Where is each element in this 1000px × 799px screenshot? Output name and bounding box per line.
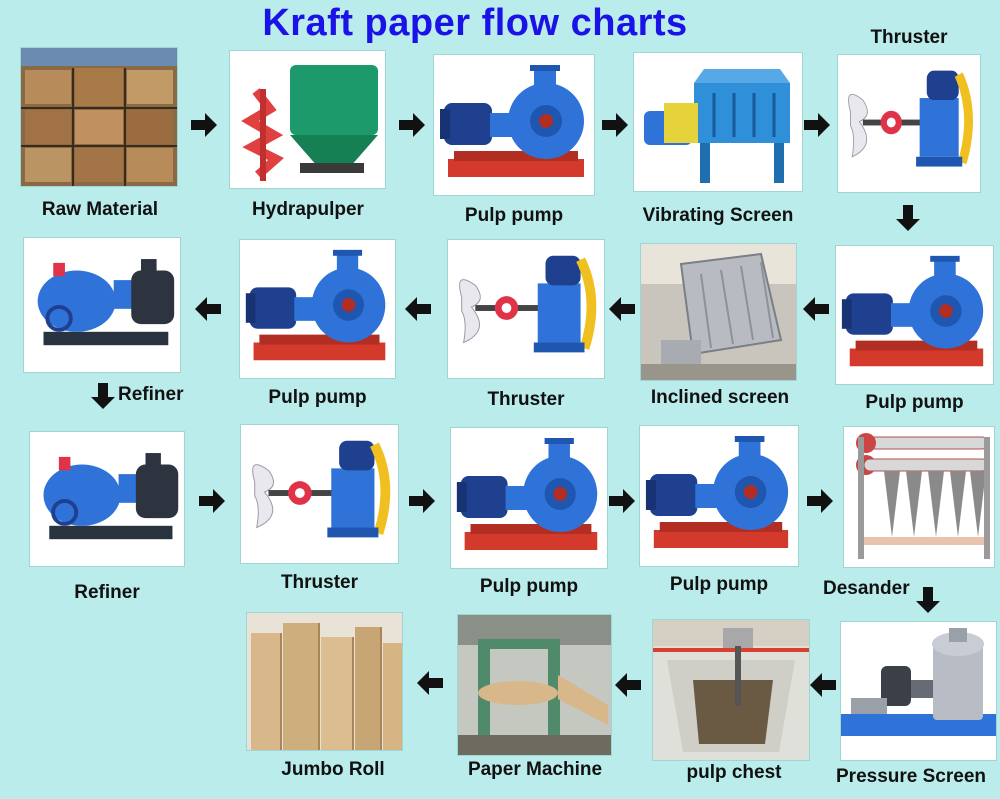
pulp-pump-image-1 — [434, 55, 594, 195]
pressure-screen-image — [841, 622, 996, 760]
refiner-image-1 — [24, 238, 180, 372]
pulp-pump-image-5 — [640, 426, 798, 566]
pulp-pump-image-3 — [836, 246, 993, 384]
label-inclined-screen: Inclined screen — [650, 387, 790, 408]
arrow-right-icon — [600, 110, 630, 140]
arrow-left-icon — [193, 294, 223, 324]
arrow-right-icon — [805, 486, 835, 516]
label-jumbo-roll: Jumbo Roll — [281, 759, 385, 780]
paper-machine-image — [458, 615, 611, 755]
label-pulp-pump-1: Pulp pump — [464, 205, 564, 226]
pulp-pump-image-4 — [451, 428, 607, 568]
label-raw-material: Raw Material — [41, 199, 159, 220]
arrow-left-icon — [607, 294, 637, 324]
label-thruster-3: Thruster — [280, 572, 359, 593]
label-pulp-pump-5: Pulp pump — [669, 574, 769, 595]
thruster-image-1 — [838, 55, 980, 192]
arrow-right-icon — [607, 486, 637, 516]
arrow-down-icon — [893, 203, 923, 233]
arrow-left-icon — [403, 294, 433, 324]
desander-image — [844, 427, 994, 567]
vibrating-screen-image — [634, 53, 802, 191]
arrow-right-icon — [189, 110, 219, 140]
thruster-image-2 — [448, 240, 604, 378]
arrow-left-icon — [613, 670, 643, 700]
label-pulp-pump-3: Pulp pump — [865, 392, 964, 413]
hydrapulper-image — [230, 51, 385, 188]
arrow-down-icon — [88, 381, 118, 411]
arrow-left-icon — [801, 294, 831, 324]
arrow-left-icon — [415, 668, 445, 698]
arrow-right-icon — [197, 486, 227, 516]
raw-material-image — [21, 48, 177, 186]
page-title: Kraft paper flow charts — [262, 2, 688, 44]
arrow-right-icon — [397, 110, 427, 140]
arrow-right-icon — [802, 110, 832, 140]
label-thruster-1: Thruster — [870, 27, 948, 48]
label-thruster-2: Thruster — [487, 389, 565, 410]
label-pulp-chest: pulp chest — [686, 762, 782, 783]
label-pulp-pump-2: Pulp pump — [268, 387, 367, 408]
thruster-image-3 — [241, 425, 398, 563]
arrow-down-icon — [913, 585, 943, 615]
pulp-pump-image-2 — [240, 240, 395, 378]
inclined-screen-image — [641, 244, 796, 380]
label-refiner-1: Refiner — [118, 384, 184, 405]
arrow-right-icon — [407, 486, 437, 516]
refiner-image-2 — [30, 432, 184, 566]
label-pressure-screen: Pressure Screen — [836, 766, 986, 787]
label-hydrapulper: Hydrapulper — [252, 199, 364, 220]
jumbo-roll-image — [247, 613, 402, 750]
pulp-chest-image — [653, 620, 809, 760]
label-refiner-2: Refiner — [74, 582, 140, 603]
label-paper-machine: Paper Machine — [467, 759, 603, 780]
label-pulp-pump-4: Pulp pump — [479, 576, 579, 597]
label-vibrating-screen: Vibrating Screen — [642, 205, 794, 226]
arrow-left-icon — [808, 670, 838, 700]
label-desander: Desander — [823, 578, 910, 599]
